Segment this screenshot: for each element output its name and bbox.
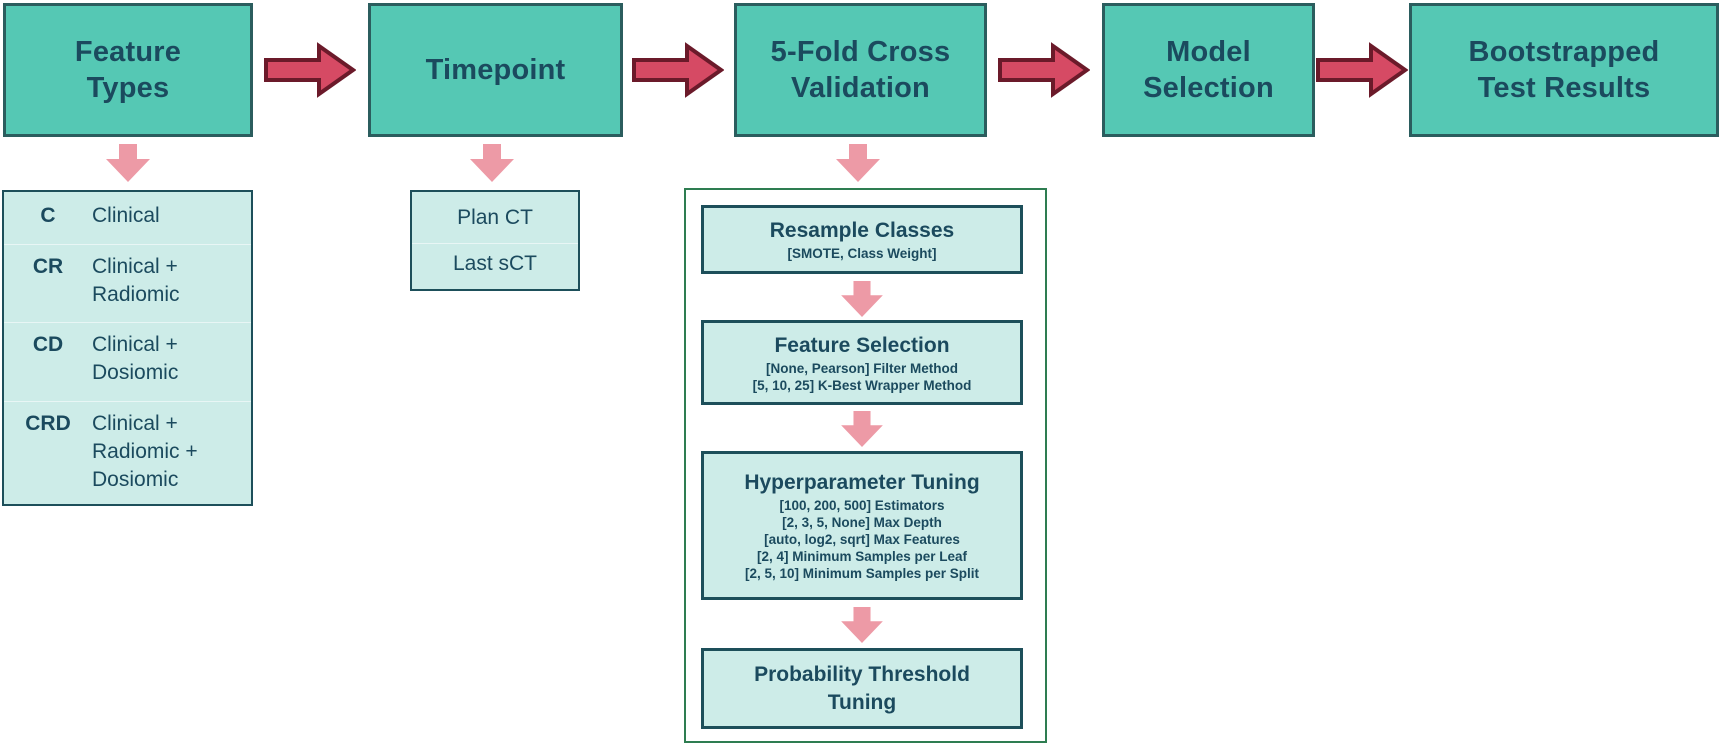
step-cross-validation: 5-Fold Cross Validation <box>734 3 987 137</box>
legend-abbr: CR <box>32 254 64 278</box>
legend-label-line: Dosiomic <box>92 467 179 491</box>
flow-arrow-down-icon <box>836 144 880 182</box>
legend-label-line: Radiomic <box>92 282 180 306</box>
legend-label-line: Clinical + <box>92 411 178 435</box>
flow-arrow-right-icon <box>1316 41 1408 99</box>
legend-row-cd: CD Clinical + Dosiomic <box>4 322 251 395</box>
legend-label: Clinical + Radiomic + Dosiomic <box>92 410 198 494</box>
cv-step-title: Probability Threshold Tuning <box>754 662 970 714</box>
legend-label-line: Clinical + <box>92 254 178 278</box>
step-label-line: 5-Fold Cross <box>770 36 951 68</box>
legend-row-c: C Clinical <box>4 194 251 238</box>
cv-step-detail: [None, Pearson] Filter Method <box>765 360 958 376</box>
cv-step-detail: [5, 10, 25] K-Best Wrapper Method <box>752 377 972 393</box>
flow-arrow-right-icon <box>998 41 1090 99</box>
step-label-line: Types <box>86 72 170 104</box>
legend-abbr: C <box>40 204 56 227</box>
cv-step-detail: [2, 4] Minimum Samples per Leaf <box>756 549 968 564</box>
step-feature-types: Feature Types <box>3 3 253 137</box>
timepoint-options: Plan CT Last sCT <box>410 190 580 291</box>
legend-abbr: CRD <box>25 411 71 435</box>
legend-label-line: Clinical <box>92 204 160 227</box>
legend-label: Clinical + Dosiomic <box>92 331 178 387</box>
flow-arrow-down-icon <box>841 411 883 447</box>
legend-label: Clinical <box>92 202 160 230</box>
step-label-line: Bootstrapped <box>1468 36 1660 68</box>
step-label-line: Validation <box>791 72 930 104</box>
step-model-selection: Model Selection <box>1102 3 1315 137</box>
legend-abbr: CD <box>32 333 64 357</box>
cv-step-title: Hyperparameter Tuning <box>744 471 980 494</box>
step-label-line: Feature <box>74 36 182 68</box>
step-label-line: Model <box>1166 36 1251 68</box>
feature-types-legend: C Clinical CR Clinical + Radiomic CD Cli… <box>2 190 253 506</box>
cv-step-feature-selection: Feature Selection [None, Pearson] Filter… <box>701 320 1023 405</box>
timepoint-option-last-sct: Last sCT <box>412 242 578 284</box>
step-label-line: Timepoint <box>425 54 566 86</box>
legend-row-crd: CRD Clinical + Radiomic + Dosiomic <box>4 400 251 502</box>
cv-step-hyperparameter-tuning: Hyperparameter Tuning [100, 200, 500] Es… <box>701 451 1023 600</box>
timepoint-option-plan-ct: Plan CT <box>457 205 533 229</box>
cv-step-detail: [2, 3, 5, None] Max Depth <box>782 515 942 530</box>
step-label-line: Selection <box>1143 72 1274 104</box>
cv-step-detail: [2, 5, 10] Minimum Samples per Split <box>744 566 980 581</box>
flow-arrow-down-icon <box>841 281 883 317</box>
cv-step-detail: [SMOTE, Class Weight] <box>787 246 937 261</box>
flow-arrow-right-icon <box>632 41 724 99</box>
flow-arrow-down-icon <box>106 144 150 182</box>
cv-step-title: Resample Classes <box>769 219 955 242</box>
flow-arrow-down-icon <box>841 607 883 643</box>
flow-arrow-right-icon <box>264 41 356 99</box>
legend-label-line: Radiomic + <box>92 439 198 463</box>
cv-step-detail: [100, 200, 500] Estimators <box>779 498 945 513</box>
cv-step-probability-threshold-tuning: Probability Threshold Tuning <box>701 648 1023 729</box>
flow-arrow-down-icon <box>470 144 514 182</box>
step-bootstrapped-test-results: Bootstrapped Test Results <box>1409 3 1719 137</box>
cv-step-title: Feature Selection <box>774 333 950 357</box>
cv-step-detail: [auto, log2, sqrt] Max Features <box>764 532 960 547</box>
legend-label: Clinical + Radiomic <box>92 253 180 309</box>
legend-label-line: Dosiomic <box>92 361 179 385</box>
cv-step-resample-classes: Resample Classes [SMOTE, Class Weight] <box>701 205 1023 274</box>
legend-row-cr: CR Clinical + Radiomic <box>4 243 251 317</box>
step-timepoint: Timepoint <box>368 3 623 137</box>
legend-label-line: Clinical + <box>92 333 178 357</box>
step-label-line: Test Results <box>1477 72 1651 104</box>
